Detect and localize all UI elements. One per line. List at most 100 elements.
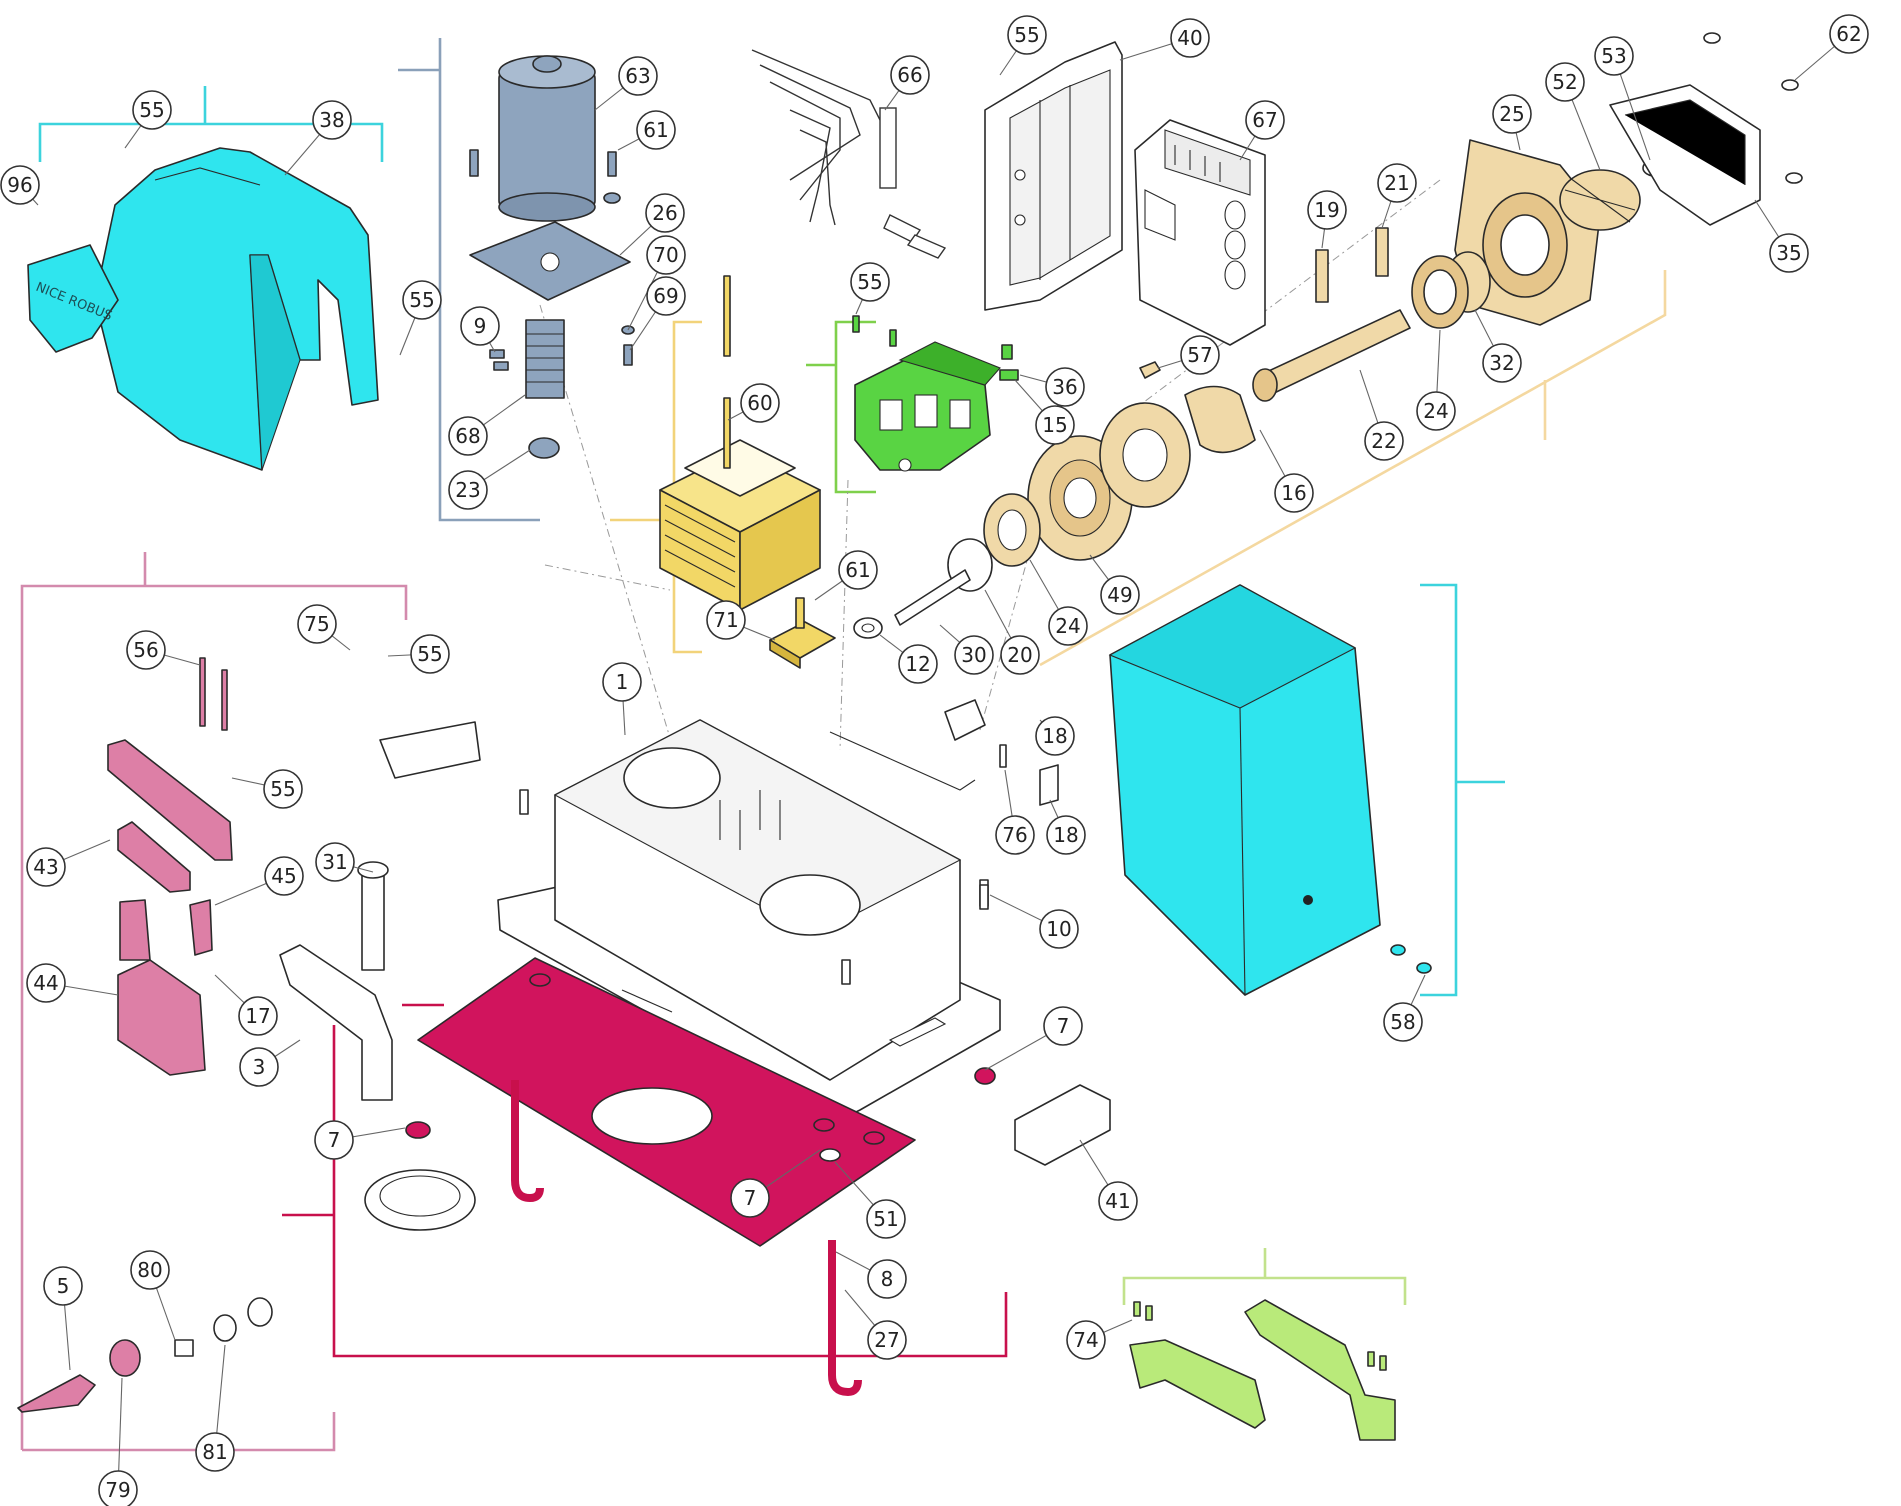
callout-circle [838,550,878,590]
callout-circle [1416,391,1456,431]
callout-circle [1039,909,1079,949]
callout-number: 45 [271,864,296,888]
callout-number: 24 [1055,614,1080,638]
part-callout-70: 70 [646,235,686,275]
callout-circle [98,1470,138,1506]
part-callout-55: 55 [263,769,303,809]
part-callout-23: 23 [448,470,488,510]
part-callout-7: 7 [314,1120,354,1160]
control-enclosure [984,41,1266,346]
part-callout-8: 8 [867,1259,907,1299]
part-callout-58: 58 [1383,1002,1423,1042]
callout-circle [1307,190,1347,230]
top-cover [94,147,379,471]
callout-number: 55 [857,270,882,294]
part-callout-31: 31 [315,842,355,882]
callout-circle [460,306,500,346]
callout-number: 63 [625,64,650,88]
part-callout-61: 61 [838,550,878,590]
callout-circle [0,165,40,205]
callout-circle [1098,1181,1138,1221]
part-callout-38: 38 [312,100,352,140]
callout-number: 5 [57,1274,70,1298]
callout-number: 16 [1281,481,1306,505]
callout-number: 30 [961,643,986,667]
callout-circle [43,1266,83,1306]
part-callout-80: 80 [130,1250,170,1290]
part-callout-18: 18 [1035,716,1075,756]
callout-circle [1769,233,1809,273]
callout-number: 61 [845,558,870,582]
callout-number: 8 [881,1267,894,1291]
part-callout-17: 17 [238,996,278,1036]
callout-circle [26,847,66,887]
callout-number: 44 [33,971,58,995]
part-callout-55: 55 [850,262,890,302]
callout-circle [1545,62,1585,102]
part-callout-10: 10 [1039,909,1079,949]
part-callout-71: 71 [706,600,746,640]
part-callout-19: 19 [1307,190,1347,230]
callout-circle [866,1199,906,1239]
part-callout-74: 74 [1066,1320,1106,1360]
callout-number: 7 [744,1186,757,1210]
callout-circle [1000,635,1040,675]
callout-circle [410,634,450,674]
callout-number: 26 [652,201,677,225]
part-callout-51: 51 [866,1199,906,1239]
callout-circle [448,416,488,456]
callout-circle [602,662,642,702]
callout-circle [239,1047,279,1087]
callout-number: 76 [1002,823,1027,847]
callout-number: 56 [133,638,158,662]
part-callout-30: 30 [954,635,994,675]
logo-plate: NICE ROBUS [27,244,119,353]
part-callout-27: 27 [867,1320,907,1360]
callout-circle [898,644,938,684]
callout-circle [995,815,1035,855]
callout-number: 80 [137,1258,162,1282]
base-plate [364,957,996,1397]
part-callout-7: 7 [730,1178,770,1218]
part-callout-55: 55 [410,634,450,674]
callout-circle [1007,15,1047,55]
part-callout-62: 62 [1829,14,1869,54]
part-callout-5: 5 [43,1266,83,1306]
callout-number: 61 [643,118,668,142]
part-callout-25: 25 [1492,94,1532,134]
callout-number: 10 [1046,917,1071,941]
part-callout-26: 26 [645,193,685,233]
callout-number: 21 [1384,171,1409,195]
callout-number: 55 [139,98,164,122]
part-callout-35: 35 [1769,233,1809,273]
callout-number: 55 [417,642,442,666]
small-components [279,699,1111,1166]
callout-circle [1035,716,1075,756]
part-callout-55: 55 [132,90,172,130]
part-callout-24: 24 [1048,606,1088,646]
part-callout-7: 7 [1043,1006,1083,1046]
callout-number: 58 [1390,1010,1415,1034]
callout-circle [1594,36,1634,76]
callout-number: 60 [747,391,772,415]
part-callout-20: 20 [1000,635,1040,675]
callout-number: 3 [253,1055,266,1079]
callout-circle [954,635,994,675]
part-callout-56: 56 [126,630,166,670]
part-callout-57: 57 [1180,335,1220,375]
callout-number: 35 [1776,241,1801,265]
callout-number: 74 [1073,1328,1098,1352]
callout-circle [636,110,676,150]
callout-circle [130,1250,170,1290]
control-board-green [852,315,1019,472]
part-callout-3: 3 [239,1047,279,1087]
callout-circle [1170,18,1210,58]
part-callout-76: 76 [995,815,1035,855]
part-callout-12: 12 [898,644,938,684]
callout-circle [1046,815,1086,855]
part-callout-55: 55 [402,280,442,320]
part-callout-63: 63 [618,56,658,96]
callout-circle [1245,100,1285,140]
callout-number: 62 [1836,22,1861,46]
callout-circle [263,769,303,809]
